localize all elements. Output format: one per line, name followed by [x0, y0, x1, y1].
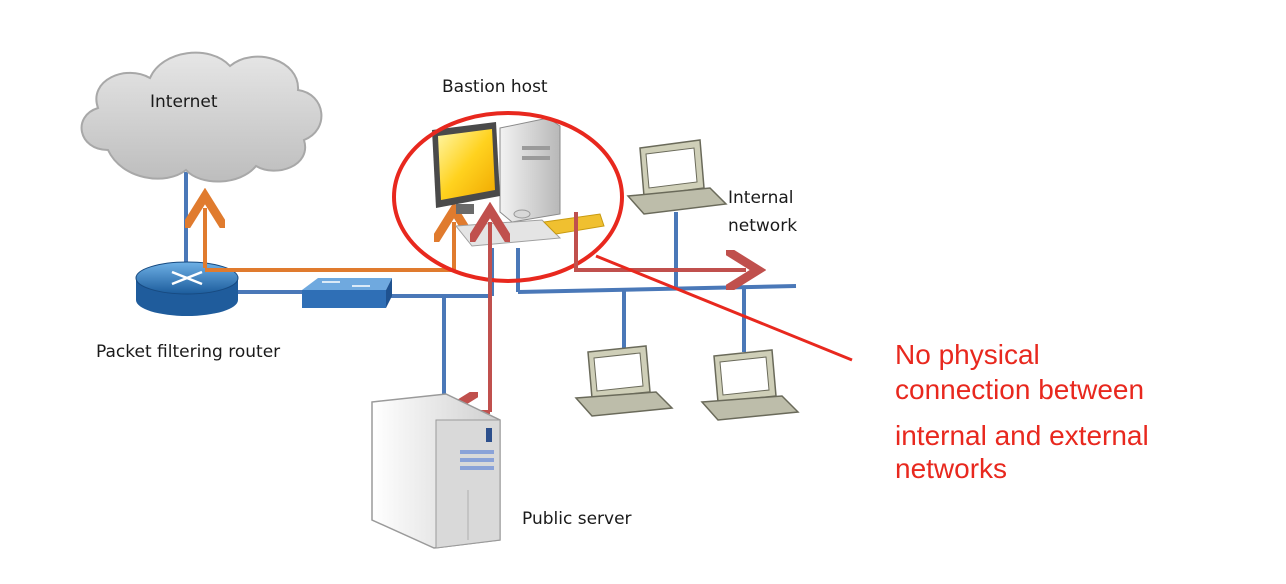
cloud-icon	[80, 51, 323, 183]
client-computer-icon	[626, 139, 728, 215]
public-server-label: Public server	[522, 509, 632, 529]
client-computer-middle	[574, 345, 674, 417]
annotation-line-1: No physical	[895, 339, 1040, 370]
internet-cloud: Internet	[80, 51, 323, 183]
server-tower-icon	[371, 393, 501, 549]
bastion-highlight-circle	[392, 111, 624, 283]
switch-icon	[302, 278, 392, 308]
annotation: No physical connection between internal …	[895, 339, 1149, 484]
public-server: Public server	[371, 393, 632, 549]
cable-internal-bus	[517, 284, 797, 294]
annotation-line-2: connection between	[895, 374, 1144, 405]
client-computer-icon	[700, 349, 800, 421]
packet-filtering-router: Packet filtering router	[96, 261, 280, 362]
internal-network-label-line1: Internal	[728, 188, 794, 208]
internal-network-label-line2: network	[728, 216, 797, 236]
router-label: Packet filtering router	[96, 342, 280, 362]
client-computer-icon	[574, 345, 674, 417]
annotation-line-4: networks	[895, 453, 1007, 484]
external-traffic-path	[205, 208, 454, 272]
annotation-pointer-line	[595, 254, 853, 362]
annotation-line-3: internal and external	[895, 420, 1149, 451]
bastion-host-label: Bastion host	[442, 77, 548, 97]
client-computer-top	[626, 139, 728, 215]
desktop-computer-icon	[432, 117, 605, 247]
bastion-host: Bastion host	[392, 77, 624, 283]
client-computer-right	[700, 349, 800, 421]
switch	[302, 278, 392, 308]
internet-label: Internet	[150, 92, 218, 112]
